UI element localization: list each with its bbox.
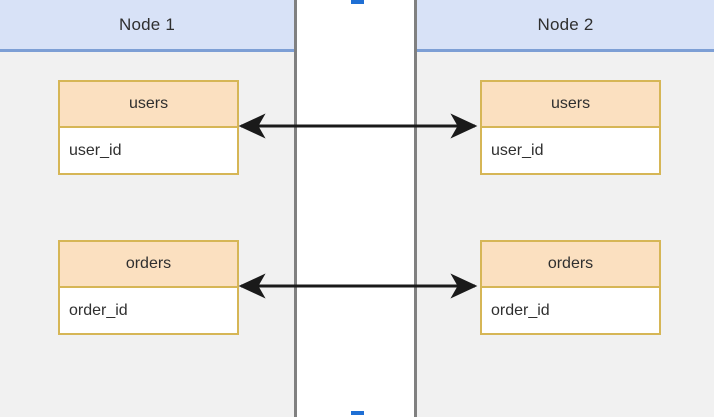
entity-title: users: [60, 82, 237, 128]
resize-handle-top[interactable]: [351, 0, 364, 4]
entity-node-1-users[interactable]: users user_id: [58, 80, 239, 175]
entity-field: user_id: [482, 128, 659, 173]
entity-title: orders: [60, 242, 237, 288]
node-header-node-1: Node 1: [0, 0, 294, 52]
node-header-label: Node 1: [118, 14, 176, 34]
entity-title: orders: [482, 242, 659, 288]
entity-field: order_id: [60, 288, 237, 333]
node-header-node-2: Node 2: [417, 0, 714, 52]
entity-node-2-orders[interactable]: orders order_id: [480, 240, 661, 335]
entity-node-2-users[interactable]: users user_id: [480, 80, 661, 175]
entity-field: order_id: [482, 288, 659, 333]
resize-handle-bottom[interactable]: [351, 411, 364, 415]
entity-field: user_id: [60, 128, 237, 173]
node-panel-node-2[interactable]: Node 2 users user_id orders order_id: [414, 0, 714, 417]
node-panel-node-1[interactable]: Node 1 users user_id orders order_id: [0, 0, 297, 417]
entity-title: users: [482, 82, 659, 128]
entity-node-1-orders[interactable]: orders order_id: [58, 240, 239, 335]
node-header-label: Node 2: [537, 14, 594, 34]
